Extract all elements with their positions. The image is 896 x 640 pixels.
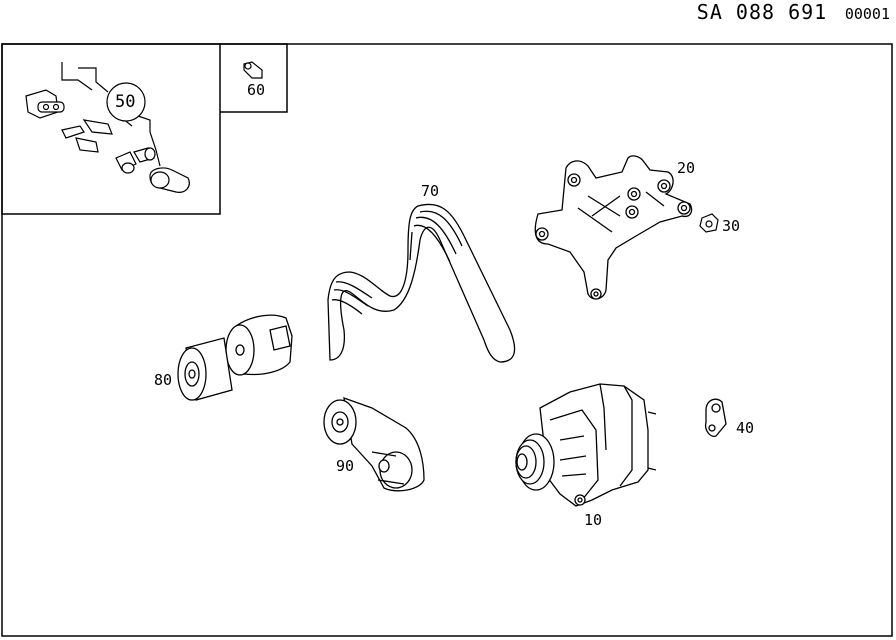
drawing-suffix: 00001 xyxy=(844,5,890,23)
part-70-belt xyxy=(327,203,516,363)
label-part-10: 10 xyxy=(584,511,603,529)
drawing-number: SA 088 691 xyxy=(696,0,828,24)
part-30-nut xyxy=(699,213,719,233)
label-part-50: 50 xyxy=(115,92,136,112)
label-part-30: 30 xyxy=(722,217,741,235)
part-90-idler xyxy=(323,397,425,492)
label-part-80: 80 xyxy=(154,371,173,389)
label-part-60: 60 xyxy=(247,81,266,99)
inset-box-60 xyxy=(220,43,288,113)
part-20-bracket xyxy=(534,155,693,300)
part-50-connectors xyxy=(25,62,190,193)
part-80-tensioner xyxy=(177,314,293,401)
diagram-frame xyxy=(1,43,893,637)
document-header: SA 088 691 00001 xyxy=(697,0,890,24)
label-part-40: 40 xyxy=(736,419,755,437)
label-part-70: 70 xyxy=(421,182,440,200)
label-part-20: 20 xyxy=(677,159,696,177)
part-10-alternator xyxy=(515,383,657,507)
part-40-lug xyxy=(704,398,727,437)
part-60-fitting xyxy=(243,61,263,79)
inset-box-50 xyxy=(1,43,221,215)
label-part-90: 90 xyxy=(336,457,355,475)
